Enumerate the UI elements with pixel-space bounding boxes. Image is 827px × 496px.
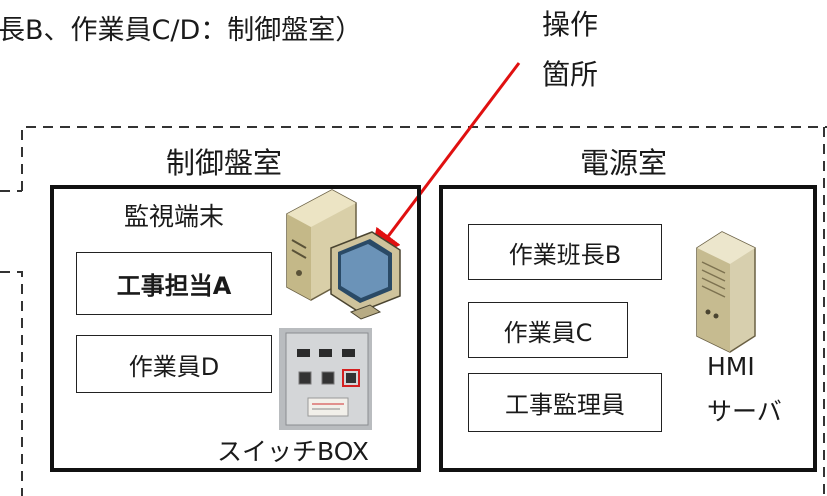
switch-box-label: スイッチBOX [217,437,369,466]
person-label: 工事担当A [116,272,232,300]
power-room-box [439,185,817,472]
person-box-team-leader-b: 作業班長B [468,224,662,280]
person-label: 工事監理員 [505,391,625,419]
monitor-terminal-label: 監視端末 [124,202,225,231]
hmi-server-label-line1: HMI [707,352,755,381]
person-label: 作業員D [128,352,220,381]
control-room-title: 制御盤室 [166,146,283,180]
person-box-worker-c: 作業員C [468,302,628,358]
hmi-server-label-line2: サーバ [707,397,782,426]
outer-dashed-outline [21,126,827,191]
person-box-construction-lead-a: 工事担当A [76,252,272,315]
person-label: 作業班長B [508,240,622,269]
operation-arrow [370,62,521,260]
hmi-server-icon [696,231,756,353]
person-box-worker-d: 作業員D [76,335,272,393]
left-dashed-outline [0,271,23,496]
power-room-title: 電源室 [580,146,668,180]
operation-point-label-line2: 箇所 [541,58,598,91]
person-box-construction-supervisor: 工事監理員 [468,373,662,432]
person-label: 作業員C [503,318,593,347]
operation-point-label-line1: 操作 [541,8,598,41]
top-caption: 長B、作業員C/D：制御盤室） [0,15,363,46]
control-room-box [50,185,421,472]
monitor-terminal-icon [286,189,401,320]
switch-box-image [279,328,372,430]
